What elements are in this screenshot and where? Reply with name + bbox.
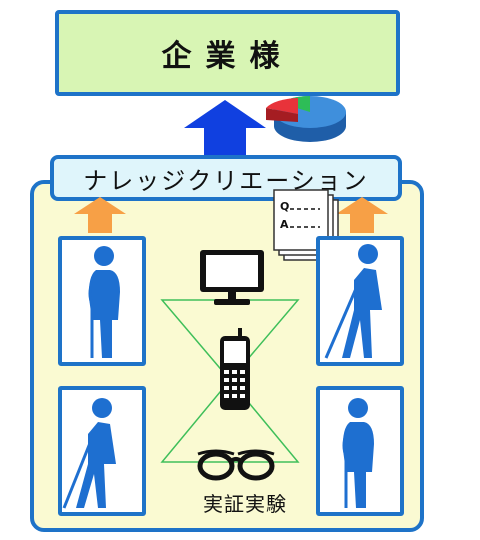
elderly-cane-figure-icon xyxy=(88,246,120,358)
knowledge-creation-bar: ナレッジクリエーション xyxy=(50,155,402,201)
glasses-icon xyxy=(197,449,275,481)
person-card-whitecane-top-right xyxy=(316,236,404,366)
mobile-phone-icon xyxy=(220,328,250,410)
person-card-cane-bottom-right xyxy=(316,386,404,516)
person-card-cane-top-left xyxy=(58,236,146,366)
monitor-icon xyxy=(200,250,264,305)
qa-q-label: Q xyxy=(280,200,289,213)
pie-chart-icon xyxy=(266,95,346,142)
demonstration-caption: 実証実験 xyxy=(203,492,287,516)
qa-a-label: A xyxy=(280,218,289,231)
white-cane-figure-icon xyxy=(62,398,116,509)
up-arrow-icon xyxy=(74,197,126,233)
qa-document-icon: Q A xyxy=(273,189,339,261)
white-cane-figure-icon xyxy=(324,244,382,359)
up-arrow-icon xyxy=(336,197,388,233)
elderly-cane-figure-icon xyxy=(342,398,374,508)
company-box: 企業様 xyxy=(55,10,400,96)
up-arrow-icon xyxy=(184,100,266,156)
company-label: 企業様 xyxy=(161,39,294,74)
person-card-whitecane-bottom-left xyxy=(58,386,146,516)
